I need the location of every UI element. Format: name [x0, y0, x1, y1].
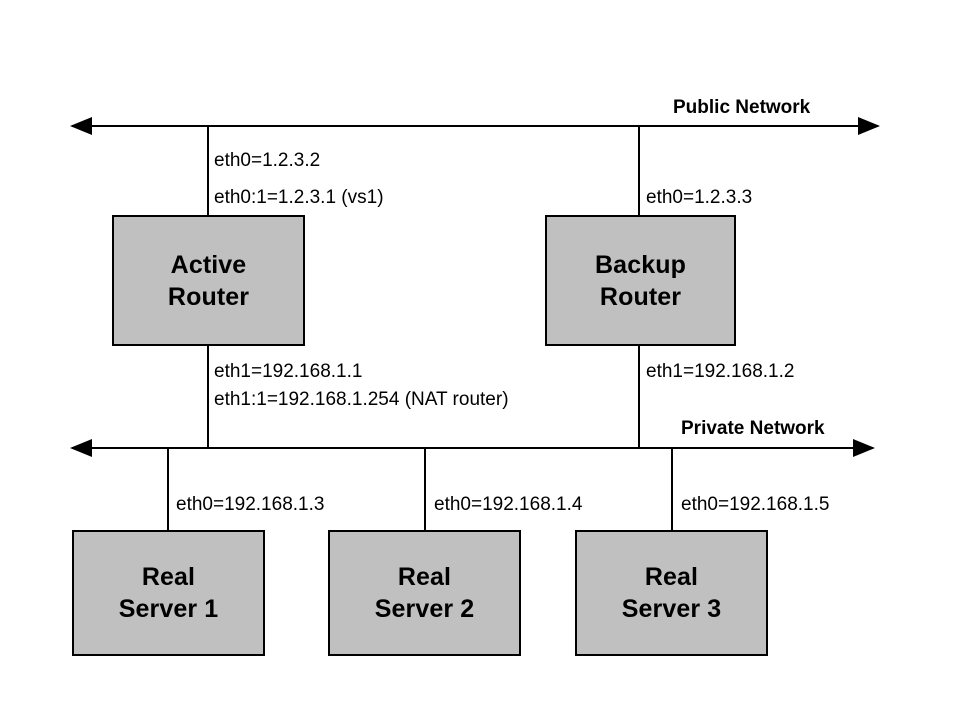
label-active-router-eth0-alias: eth0:1=1.2.3.1 (vs1) — [214, 187, 384, 208]
node-real-server-3-line-1: Real — [644, 563, 699, 591]
node-real-server-1-line-2: Server 1 — [118, 595, 219, 623]
node-active-router-line-1: Active — [170, 250, 247, 279]
label-backup-router-eth0: eth0=1.2.3.3 — [646, 187, 753, 208]
node-real-server-2-line-1: Real — [397, 563, 452, 591]
public-network-left-arrowhead — [70, 117, 92, 135]
label-backup-router-eth1: eth1=192.168.1.2 — [646, 361, 795, 382]
label-real-server-3-eth0: eth0=192.168.1.5 — [681, 494, 830, 515]
node-active-router-line-2: Router — [167, 282, 250, 311]
node-real-server-2-line-2: Server 2 — [374, 595, 475, 623]
label-real-server-1-eth0: eth0=192.168.1.3 — [176, 494, 325, 515]
node-real-server-1[interactable]: Real Server 1 — [72, 530, 265, 656]
private-network-label: Private Network — [681, 418, 825, 439]
public-network-label: Public Network — [673, 97, 811, 118]
node-active-router[interactable]: Active Router — [112, 215, 305, 346]
label-real-server-2-eth0: eth0=192.168.1.4 — [434, 494, 583, 515]
private-network-right-arrowhead — [853, 439, 875, 457]
node-real-server-1-line-1: Real — [141, 563, 196, 591]
private-network-left-arrowhead — [70, 439, 92, 457]
node-real-server-2[interactable]: Real Server 2 — [328, 530, 521, 656]
label-active-router-eth0: eth0=1.2.3.2 — [214, 150, 321, 171]
node-real-server-3-line-2: Server 3 — [621, 595, 722, 623]
node-real-server-3[interactable]: Real Server 3 — [575, 530, 768, 656]
node-backup-router-line-2: Router — [599, 282, 682, 311]
label-active-router-eth1-alias: eth1:1=192.168.1.254 (NAT router) — [214, 389, 509, 410]
public-network-right-arrowhead — [858, 117, 880, 135]
label-active-router-eth1: eth1=192.168.1.1 — [214, 361, 363, 382]
node-backup-router[interactable]: Backup Router — [545, 215, 736, 346]
node-backup-router-line-1: Backup — [595, 250, 686, 279]
